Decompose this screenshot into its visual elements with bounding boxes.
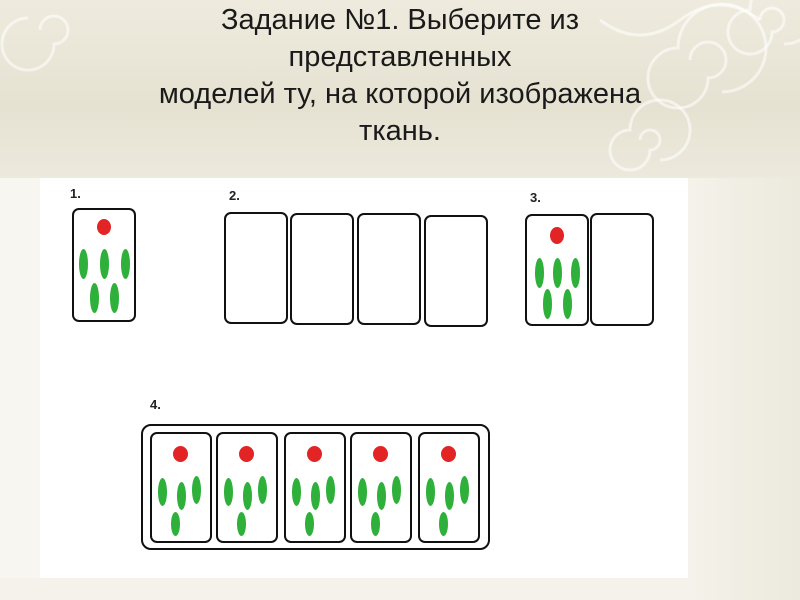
green-leaf bbox=[191, 476, 201, 504]
empty-card bbox=[424, 215, 488, 327]
green-leaf bbox=[89, 283, 99, 313]
swirl-decoration bbox=[0, 0, 800, 172]
green-leaf bbox=[425, 478, 435, 506]
green-leaf bbox=[157, 478, 167, 506]
model-4-number: 4. bbox=[150, 397, 161, 412]
red-dot bbox=[173, 446, 188, 462]
green-leaf bbox=[438, 512, 448, 536]
model-2-number: 2. bbox=[229, 188, 240, 203]
green-leaf bbox=[257, 476, 267, 504]
model-1-number: 1. bbox=[70, 186, 81, 201]
empty-card bbox=[290, 213, 354, 325]
green-leaf bbox=[325, 476, 335, 504]
red-dot bbox=[550, 227, 564, 244]
green-leaf bbox=[170, 512, 180, 536]
title-line: ткань. bbox=[359, 115, 441, 147]
green-leaf bbox=[236, 512, 246, 536]
green-leaf bbox=[99, 249, 109, 279]
green-leaf bbox=[223, 478, 233, 506]
green-leaf bbox=[459, 476, 469, 504]
green-leaf bbox=[78, 249, 88, 279]
red-dot bbox=[441, 446, 456, 462]
green-leaf bbox=[534, 258, 544, 288]
green-leaf bbox=[370, 512, 380, 536]
right-margin bbox=[688, 178, 800, 600]
green-leaf bbox=[291, 478, 301, 506]
green-leaf bbox=[310, 482, 320, 510]
red-dot bbox=[307, 446, 322, 462]
green-leaf bbox=[570, 258, 580, 288]
bottom-margin bbox=[0, 578, 688, 600]
green-leaf bbox=[552, 258, 562, 288]
red-dot bbox=[373, 446, 388, 462]
green-leaf bbox=[444, 482, 454, 510]
red-dot bbox=[97, 219, 111, 235]
green-leaf bbox=[242, 482, 252, 510]
empty-card bbox=[357, 213, 421, 325]
green-leaf bbox=[304, 512, 314, 536]
green-leaf bbox=[357, 478, 367, 506]
title-banner: Задание №1. Выберите из представленных м… bbox=[0, 0, 800, 178]
slide-title: Задание №1. Выберите из представленных м… bbox=[0, 2, 800, 150]
red-dot bbox=[239, 446, 254, 462]
title-line: моделей ту, на которой изображена bbox=[158, 78, 642, 110]
green-leaf bbox=[542, 289, 552, 319]
green-leaf bbox=[176, 482, 186, 510]
model-3-number: 3. bbox=[530, 190, 541, 205]
empty-card bbox=[224, 212, 288, 324]
left-margin bbox=[0, 178, 40, 578]
green-leaf bbox=[562, 289, 572, 319]
green-leaf bbox=[120, 249, 130, 279]
title-line: представленных bbox=[288, 41, 512, 73]
green-leaf bbox=[376, 482, 386, 510]
empty-card bbox=[590, 213, 654, 326]
green-leaf bbox=[391, 476, 401, 504]
green-leaf bbox=[109, 283, 119, 313]
title-line: Задание №1. Выберите из bbox=[220, 4, 579, 36]
